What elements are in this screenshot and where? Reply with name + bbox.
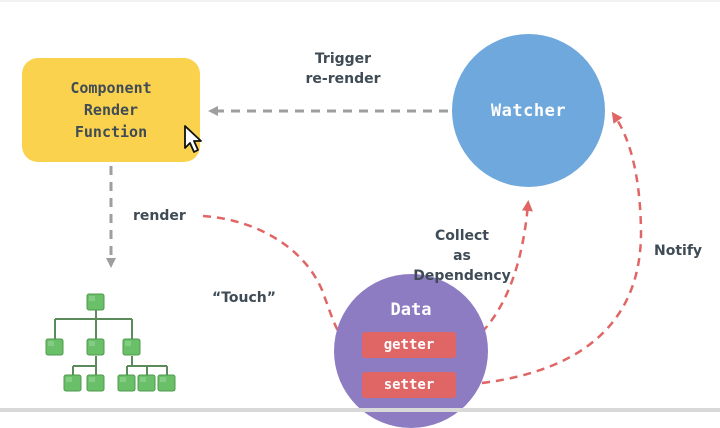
collect-arrow — [481, 200, 533, 333]
top-edge — [0, 0, 720, 2]
diagram-arrows — [45, 106, 643, 392]
touch-arrow — [202, 214, 356, 347]
notify-label: Notify — [654, 243, 703, 259]
data-node: Data getter setter — [334, 274, 488, 428]
touch-label: “Touch” — [212, 290, 276, 306]
watcher-label: Watcher — [490, 100, 567, 121]
notify-arrow — [481, 111, 643, 385]
vdom-tree-icon — [45, 293, 176, 392]
watcher-node: Watcher — [452, 34, 605, 187]
bottom-edge — [0, 408, 720, 412]
render-label: render — [133, 208, 186, 224]
mouse-cursor-icon — [184, 125, 202, 153]
setter-pill: setter — [362, 372, 456, 398]
collect-dependency-label: Collect as Dependency — [413, 228, 511, 284]
component-render-function-node: Component Render Function — [22, 58, 200, 162]
component-label: Component Render Function — [70, 79, 152, 141]
getter-pill: getter — [362, 332, 456, 358]
data-label: Data — [390, 300, 432, 320]
trigger-rerender-label: Trigger re-render — [305, 51, 381, 87]
